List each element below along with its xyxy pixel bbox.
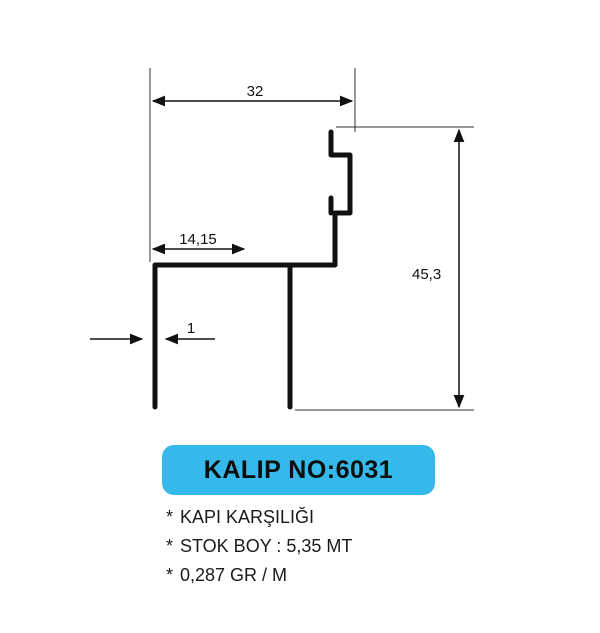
mold-number-badge: KALIP NO:6031 [162,445,435,495]
spec-text-description: KAPI KARŞILIĞI [180,507,315,527]
dimension-label-width: 32 [247,83,264,100]
spec-bullet: * [166,565,174,585]
profile-outline [152,129,353,410]
dimension-label-thickness: 1 [187,320,195,337]
spec-bullet: * [166,507,174,527]
dimension-label-flange: 14,15 [179,231,217,248]
spec-item-weight: * 0,287 GR / M [166,561,352,590]
profile-drawing: 32 14,15 45,3 1 [90,68,474,411]
spec-item-description: * KAPI KARŞILIĞI [166,503,352,532]
spec-text-weight: 0,287 GR / M [180,565,288,585]
dimension-width: 32 [149,68,356,262]
dimension-thickness: 1 [90,320,215,345]
spec-bullet: * [166,536,174,556]
spec-item-stock-length: * STOK BOY : 5,35 MT [166,532,352,561]
spec-text-stock-length: STOK BOY : 5,35 MT [180,536,353,556]
dimension-height: 45,3 [295,126,474,411]
profile-shape [152,129,353,410]
dimension-flange: 14,15 [151,231,246,255]
dimension-label-height: 45,3 [412,266,441,283]
mold-number-label: KALIP NO:6031 [203,455,394,484]
spec-list: * KAPI KARŞILIĞI * STOK BOY : 5,35 MT * 0,2… [166,503,352,590]
